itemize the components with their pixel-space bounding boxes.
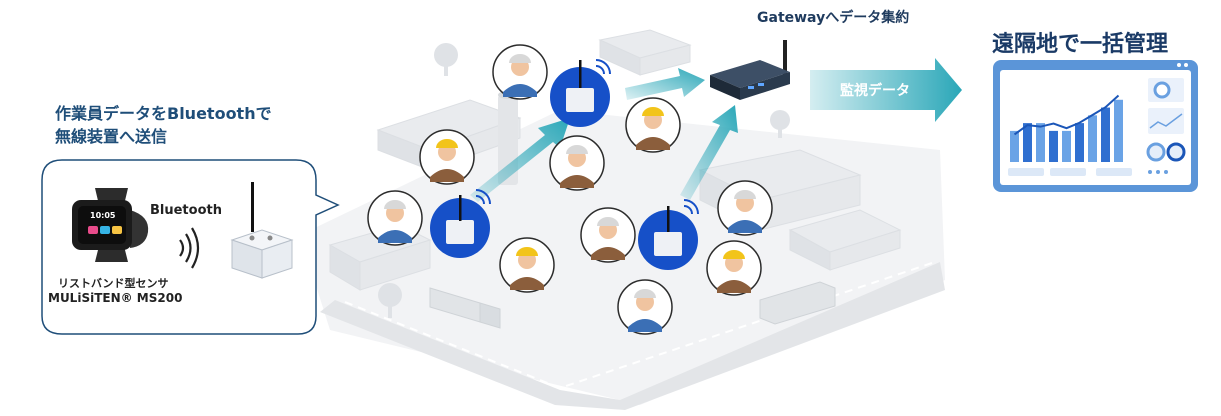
worker-avatar: [499, 237, 555, 293]
dashboard-bar: [1010, 130, 1019, 162]
dashboard-bar: [1114, 99, 1123, 162]
wireless-node-1: [550, 59, 611, 127]
left-caption-line1: 作業員データをBluetoothで: [55, 104, 272, 123]
remote-management-title: 遠隔地で一括管理: [992, 32, 1169, 57]
dashboard-bar: [1049, 130, 1058, 162]
dashboard-bar: [1088, 115, 1097, 162]
wireless-node-3: [638, 199, 699, 270]
dashboard-bar: [1101, 107, 1110, 162]
dashboard-bar: [1023, 123, 1032, 162]
wristband-sensor-image: [72, 188, 149, 262]
bluetooth-wave-icon: [179, 227, 200, 269]
data-flow-arrows: [470, 58, 962, 202]
watch-time-display: 10:05: [90, 211, 116, 220]
wireless-node-2: [430, 189, 491, 258]
device-name-line2: MULiSiTEN® MS200: [48, 291, 183, 305]
remote-dashboard: [993, 60, 1198, 192]
monitoring-data-label: 監視データ: [840, 83, 910, 99]
arrow-node3-to-gateway: [680, 105, 738, 200]
gateway-device: [710, 40, 790, 100]
worker-avatar: [717, 180, 773, 236]
worker-avatar: [492, 44, 548, 100]
worker-avatar: [617, 279, 673, 335]
worker-avatar: [706, 240, 762, 296]
worker-avatar: [367, 190, 423, 246]
dashboard-trend-line: [1013, 94, 1120, 136]
dashboard-bar: [1036, 123, 1045, 162]
arrow-node1-to-node2: [470, 118, 570, 202]
worker-avatar: [580, 207, 636, 263]
left-caption-line2: 無線装置へ送信: [55, 127, 168, 146]
worker-avatar: [625, 97, 681, 153]
dashboard-bar: [1062, 130, 1071, 162]
bluetooth-label: Bluetooth: [150, 203, 222, 218]
worker-avatar: [419, 129, 475, 185]
arrow-monitoring-data: [810, 58, 962, 122]
device-name-line1: リストバンド型センサ: [58, 277, 169, 290]
worker-avatar: [549, 135, 605, 191]
workers: [367, 44, 773, 335]
wireless-transmitter-image: [230, 182, 294, 279]
arrow-node2-to-gateway: [625, 68, 705, 100]
dashboard-bar-chart: [1010, 99, 1123, 162]
dashboard-bar: [1075, 123, 1084, 162]
gateway-label: Gatewayへデータ集約: [757, 10, 910, 26]
